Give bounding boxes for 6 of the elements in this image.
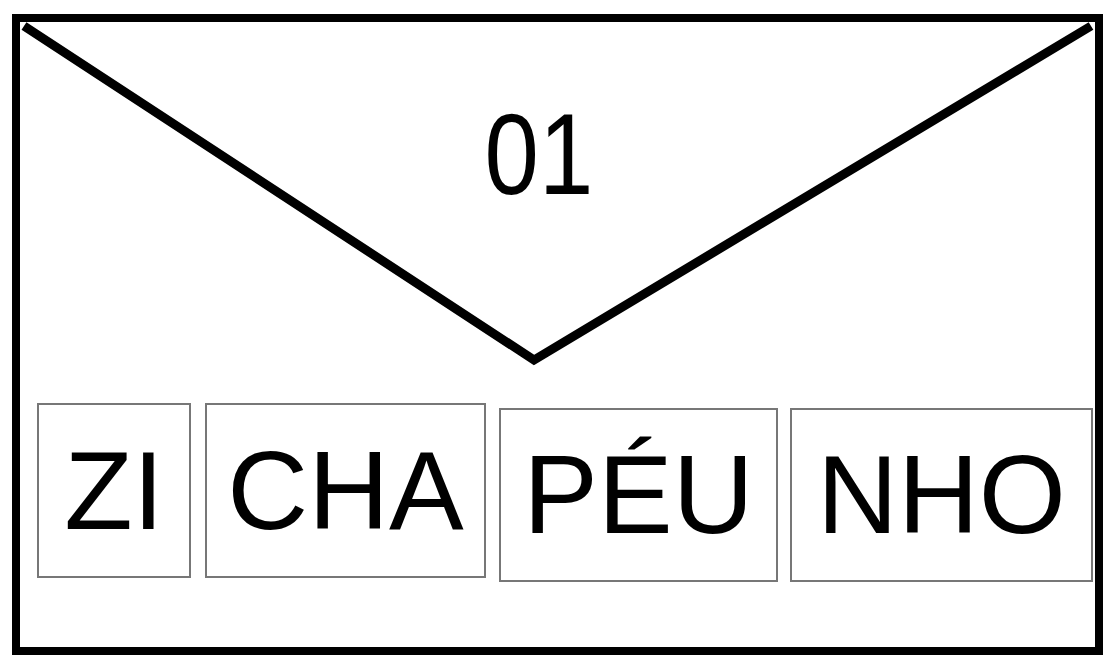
word-tile: ZI <box>37 403 191 578</box>
envelope-drawing <box>12 14 1103 655</box>
word-tile: NHO <box>790 408 1093 582</box>
number-label: 01 <box>484 97 594 212</box>
word-tile: CHA <box>205 403 486 578</box>
word-tile: PÉU <box>499 408 778 582</box>
